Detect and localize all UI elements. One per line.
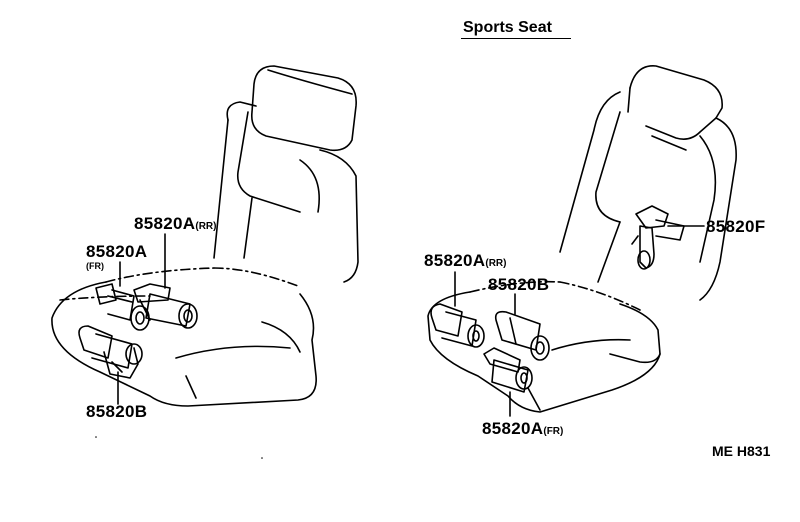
right-motor-f: [631, 205, 685, 270]
label-right-f-part: 85820F: [706, 217, 766, 236]
right-motor-rr: [430, 303, 485, 348]
left-motor-fr: [95, 283, 150, 331]
label-left-b: 85820B: [86, 403, 147, 420]
left-motor-rr: [133, 283, 198, 329]
label-right-fr-part: 85820A: [482, 419, 544, 438]
figure-code: ME H831: [712, 443, 771, 459]
label-left-b-part: 85820B: [86, 402, 148, 421]
title-underline: [461, 38, 571, 39]
label-left-fr-part: 85820A: [86, 242, 148, 261]
right-seat-outline: [427, 65, 737, 413]
label-right-f: 85820F: [706, 218, 765, 235]
label-left-fr-suffix: (FR): [86, 261, 104, 271]
label-right-fr-suffix: (FR): [543, 426, 564, 437]
label-right-b: 85820B: [488, 276, 549, 293]
right-motor-fr: [483, 347, 533, 393]
label-left-fr: 85820A: [86, 243, 147, 260]
label-right-rr-suffix: (RR): [485, 258, 507, 269]
label-right-rr: 85820A(RR): [424, 252, 506, 269]
label-right-rr-part: 85820A: [424, 251, 486, 270]
label-left-rr: 85820A(RR): [134, 215, 216, 232]
label-left-rr-part: 85820A: [134, 214, 196, 233]
left-seat-outline: [51, 65, 359, 407]
label-left-rr-suffix: (RR): [195, 221, 217, 232]
label-right-b-part: 85820B: [488, 275, 550, 294]
label-right-fr: 85820A(FR): [482, 420, 563, 437]
left-motor-b: [78, 325, 143, 379]
page-title: Sports Seat: [463, 19, 552, 36]
right-motor-b: [494, 310, 550, 361]
